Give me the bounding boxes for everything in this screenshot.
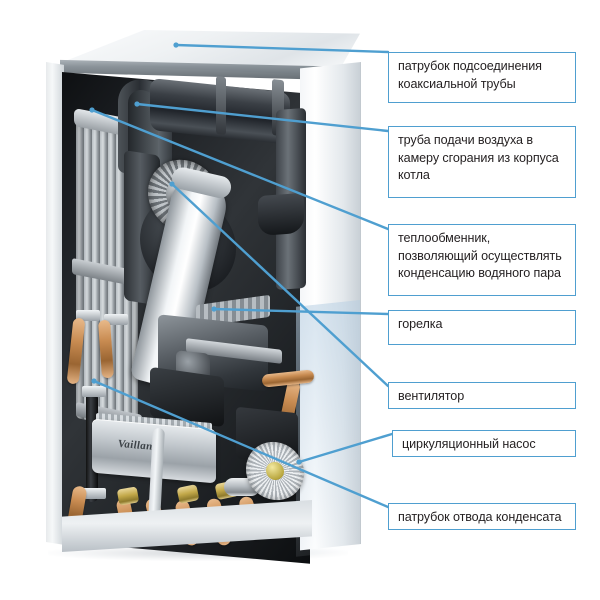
boiler-cutaway-illustration: Vaillant: [46, 30, 361, 564]
pipe-clip-2: [104, 314, 128, 325]
callout-condensing-heat-exchanger[interactable]: теплообменник, позволяющий осуществлять …: [388, 224, 576, 296]
flue-pipe-bell: [258, 192, 304, 236]
coaxial-pipe-ring-1: [216, 76, 226, 136]
brass-fitting-1: [116, 486, 140, 506]
callout-combustion-air-supply-pipe[interactable]: труба подачи воздуха в камеру сгорания и…: [388, 126, 576, 198]
callout-coaxial-pipe-connection[interactable]: патрубок подсоединения коаксиальной труб…: [388, 52, 576, 103]
callout-condensate-drain-connection[interactable]: патрубок отвода конденсата: [388, 503, 576, 530]
callout-burner[interactable]: горелка: [388, 310, 576, 345]
callout-fan[interactable]: вентилятор: [388, 382, 576, 409]
pipe-clip-1: [76, 310, 100, 321]
circulation-pump-selector: [266, 461, 284, 481]
pipe-clip-3: [82, 386, 106, 397]
callout-circulation-pump[interactable]: циркуляционный насос: [392, 430, 576, 457]
